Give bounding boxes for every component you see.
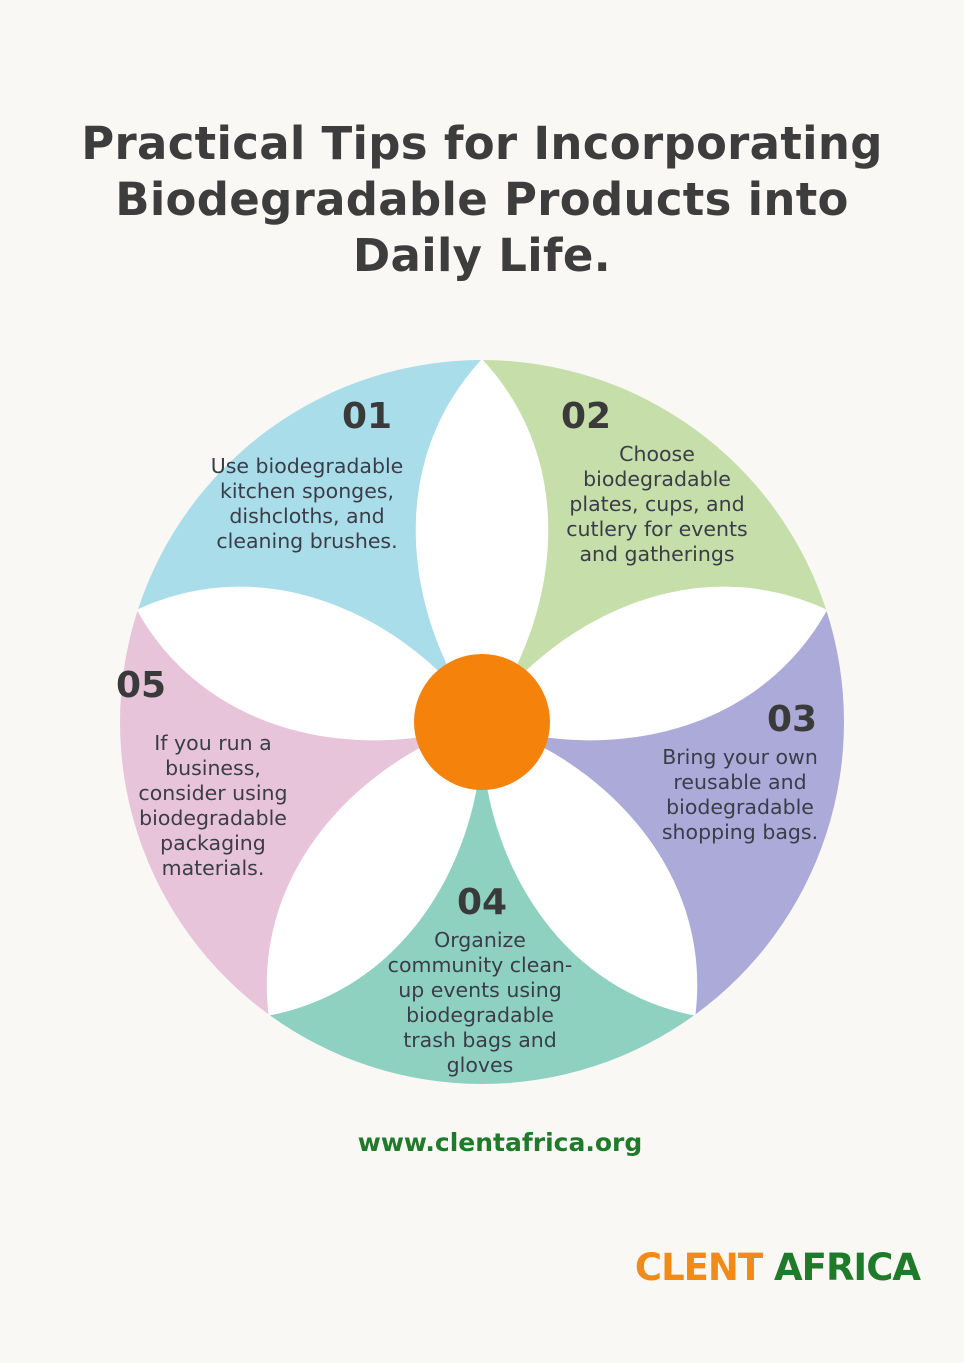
page-title: Practical Tips for Incorporating Biodegr… — [60, 116, 904, 284]
flower-petal — [136, 586, 482, 741]
tip-segment-04 — [269, 722, 695, 1085]
tip-number-01: 01 — [342, 396, 393, 437]
tip-number-03: 03 — [767, 699, 818, 740]
tip-number-02: 02 — [561, 396, 612, 437]
tip-text-04: Organize community clean-up events using… — [387, 928, 573, 1077]
title-line: Biodegradable Products into — [115, 173, 849, 226]
logo-part-clent: CLENT — [634, 1246, 763, 1289]
tip-number-05: 05 — [116, 665, 167, 706]
logo-part-africa: AFRICA — [774, 1246, 921, 1289]
tip-text-03: Bring your own reusable and biodegradabl… — [661, 745, 819, 844]
title-line: Practical Tips for Incorporating — [81, 117, 883, 170]
clent-africa-logo: CLENT AFRICA — [634, 1246, 921, 1289]
center-circle — [414, 654, 550, 790]
website-link[interactable]: www.clentafrica.org — [357, 1128, 643, 1157]
title-line: Daily Life. — [352, 229, 612, 282]
flower-petal — [266, 722, 483, 1016]
tip-text-01: Use biodegradable kitchen sponges, dishc… — [210, 454, 404, 553]
tip-text-05: If you run a business, consider using bi… — [138, 731, 288, 880]
flower-petal — [415, 359, 549, 722]
tip-number-04: 04 — [457, 882, 508, 923]
flower-petal — [482, 586, 828, 741]
flower-petal — [481, 722, 698, 1016]
tip-text-02: Choose biodegradable plates, cups, and c… — [566, 442, 748, 566]
